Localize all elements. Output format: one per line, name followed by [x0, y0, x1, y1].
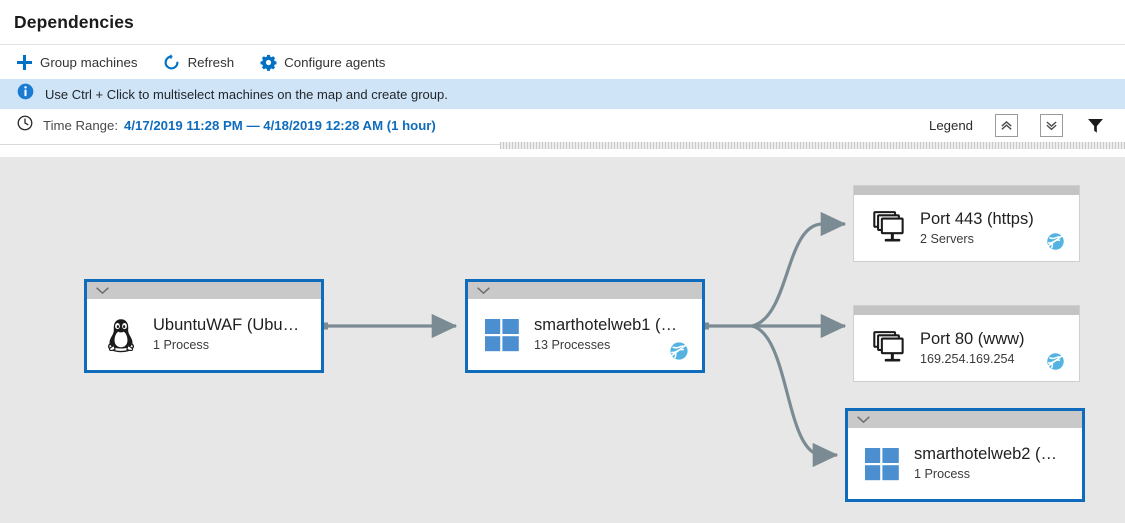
gear-icon: [259, 53, 277, 71]
expand-all-icon[interactable]: [1040, 113, 1063, 137]
node-subtitle: 2 Servers: [920, 231, 974, 246]
node-header[interactable]: [87, 282, 321, 299]
chevron-down-icon[interactable]: [476, 286, 491, 295]
map-node-port443[interactable]: Port 443 (https) 2 Servers: [853, 185, 1080, 262]
node-body[interactable]: Port 80 (www) 169.254.169.254: [854, 315, 1079, 381]
edge-ubuntuwaf-to-smarthotelweb1: [321, 313, 458, 339]
group-machines-button[interactable]: Group machines: [15, 53, 138, 71]
node-body[interactable]: Port 443 (https) 2 Servers: [854, 195, 1079, 261]
collapse-all-icon[interactable]: [995, 113, 1018, 137]
time-range-actions: Legend: [928, 113, 1111, 137]
legend-button[interactable]: Legend: [928, 117, 973, 133]
node-text: smarthotelweb2 (… 1 Process: [914, 444, 1057, 483]
filter-icon[interactable]: [1085, 115, 1105, 135]
node-header[interactable]: [848, 411, 1082, 428]
node-subtitle: 1 Process: [914, 467, 970, 481]
time-range-label: Time Range:: [43, 117, 119, 133]
canvas-divider: [0, 141, 1125, 151]
node-title: UbuntuWAF (Ubu…: [153, 316, 300, 334]
node-header: [854, 306, 1079, 315]
info-icon: [17, 83, 34, 105]
refresh-label: Refresh: [187, 54, 235, 70]
time-range-bar: Time Range: 4/17/2019 11:28 PM — 4/18/20…: [0, 109, 1125, 141]
map-node-port80[interactable]: Port 80 (www) 169.254.169.254: [853, 305, 1080, 382]
info-message: Use Ctrl + Click to multiselect machines…: [45, 86, 448, 102]
node-subtitle: 169.254.169.254: [920, 351, 1015, 366]
node-subtitle: 13 Processes: [534, 338, 611, 352]
dependency-map-canvas[interactable]: UbuntuWAF (Ubu… 1 Process smarthotelweb1: [0, 157, 1125, 523]
refresh-button[interactable]: Refresh: [163, 53, 235, 71]
chevron-down-icon[interactable]: [95, 286, 110, 295]
windows-logo-icon: [482, 315, 522, 355]
configure-agents-label: Configure agents: [284, 54, 386, 70]
refresh-icon: [163, 53, 181, 71]
node-body[interactable]: smarthotelweb2 (… 1 Process: [848, 428, 1082, 499]
group-machines-label: Group machines: [40, 54, 138, 70]
edge-smarthotelweb1-trunk: [702, 322, 752, 330]
plus-icon: [15, 53, 33, 71]
node-subtitle: 1 Process: [153, 338, 209, 352]
map-node-smarthotelweb1[interactable]: smarthotelweb1 (… 13 Processes: [465, 279, 705, 373]
clock-icon: [17, 115, 33, 136]
node-body[interactable]: UbuntuWAF (Ubu… 1 Process: [87, 299, 321, 370]
map-node-smarthotelweb2[interactable]: smarthotelweb2 (… 1 Process: [845, 408, 1085, 502]
edge-smarthotelweb1-to-smarthotelweb2: [751, 324, 839, 468]
info-bar: Use Ctrl + Click to multiselect machines…: [0, 79, 1125, 109]
node-text: smarthotelweb1 (… 13 Processes: [534, 315, 677, 354]
map-node-ubuntuwaf[interactable]: UbuntuWAF (Ubu… 1 Process: [84, 279, 324, 373]
globe-icon: [1045, 351, 1067, 373]
node-text: Port 80 (www) 169.254.169.254: [920, 329, 1025, 368]
node-header: [854, 186, 1079, 195]
title-bar: Dependencies: [0, 0, 1125, 44]
chevron-down-icon[interactable]: [856, 415, 871, 424]
node-text: UbuntuWAF (Ubu… 1 Process: [153, 315, 299, 354]
linux-penguin-icon: [101, 315, 141, 355]
node-title: smarthotelweb2 (…: [914, 445, 1058, 463]
horizontal-scrollbar[interactable]: [500, 142, 1125, 149]
servers-icon: [868, 208, 908, 248]
configure-agents-button[interactable]: Configure agents: [259, 53, 385, 71]
command-bar: Group machines Refresh Configure agents: [0, 45, 1125, 79]
node-text: Port 443 (https) 2 Servers: [920, 209, 1034, 248]
node-title: Port 80 (www): [920, 329, 1025, 348]
title-divider: [0, 44, 1125, 45]
edge-layer: [321, 211, 847, 468]
windows-logo-icon: [862, 444, 902, 484]
globe-icon: [1045, 231, 1067, 253]
node-header[interactable]: [468, 282, 702, 299]
scrollbar-thumb[interactable]: [500, 142, 1125, 149]
node-title: smarthotelweb1 (…: [534, 316, 678, 334]
node-body[interactable]: smarthotelweb1 (… 13 Processes: [468, 299, 702, 370]
globe-icon: [668, 340, 690, 362]
node-title: Port 443 (https): [920, 209, 1034, 228]
page-title: Dependencies: [14, 11, 134, 32]
edge-smarthotelweb1-to-port443: [751, 211, 847, 328]
servers-icon: [868, 328, 908, 368]
time-range-value[interactable]: 4/17/2019 11:28 PM — 4/18/2019 12:28 AM …: [124, 117, 436, 133]
